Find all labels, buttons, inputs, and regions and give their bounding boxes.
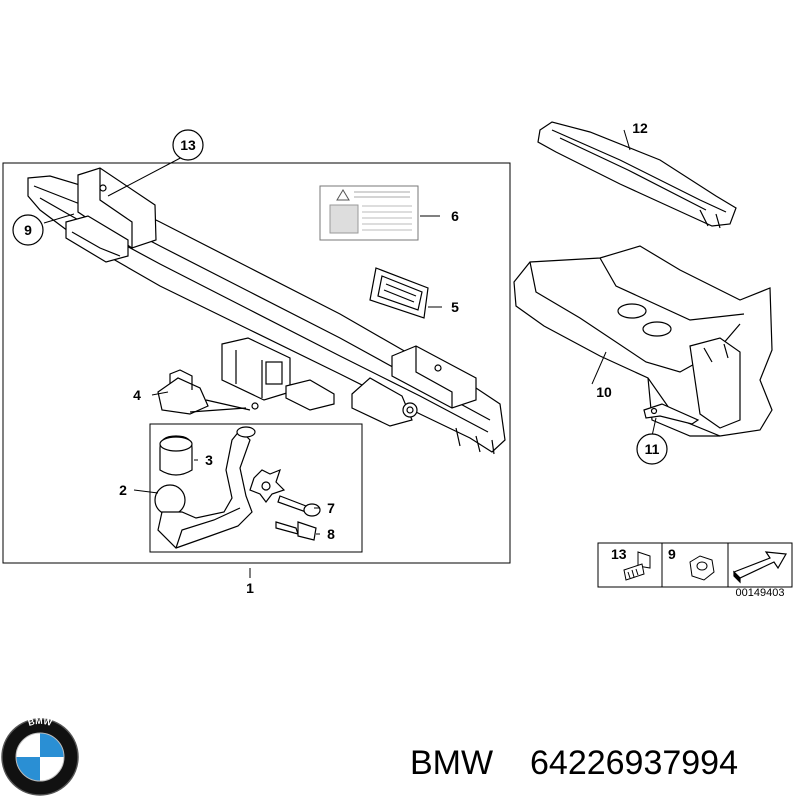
- callout-8: 8: [327, 526, 335, 542]
- svg-text:12: 12: [632, 120, 648, 136]
- svg-text:6: 6: [451, 208, 459, 224]
- callout-3: 3: [205, 452, 213, 468]
- bumper-bracket: [513, 245, 773, 437]
- svg-text:5: 5: [451, 299, 459, 315]
- key-tag: [275, 521, 317, 541]
- callout-1: 1: [246, 580, 254, 596]
- footer-part-number: 64226937994: [530, 744, 738, 782]
- callout-7: 7: [327, 500, 335, 516]
- svg-text:10: 10: [596, 384, 612, 400]
- legend-label-13: 13: [611, 546, 627, 562]
- svg-text:BMW: BMW: [27, 716, 54, 728]
- tow-hitch-box: [149, 423, 363, 553]
- svg-text:2: 2: [119, 482, 127, 498]
- retaining-clip: [643, 403, 700, 425]
- warning-label: [319, 185, 419, 241]
- footer-brand: BMW: [410, 744, 493, 782]
- legend-label-9: 9: [668, 546, 676, 562]
- svg-text:9: 9: [24, 222, 32, 238]
- svg-text:4: 4: [133, 387, 141, 403]
- callout-2: 2: [119, 482, 127, 498]
- callout-6: 6: [451, 208, 459, 224]
- fastener-legend: 13 9: [597, 542, 793, 588]
- bmw-logo: BMW: [1, 716, 79, 796]
- socket-holder: [157, 369, 259, 415]
- svg-text:1: 1: [246, 580, 254, 596]
- svg-text:7: 7: [327, 500, 335, 516]
- callout-13: 13: [172, 129, 204, 161]
- bumper-carrier-beam: [27, 167, 506, 455]
- svg-text:8: 8: [327, 526, 335, 542]
- callout-5: 5: [451, 299, 459, 315]
- callout-10: 10: [596, 384, 612, 400]
- callout-4: 4: [133, 387, 141, 403]
- cover-plate: [369, 267, 429, 319]
- callout-12: 12: [632, 120, 648, 136]
- leader-lines: [43, 129, 657, 578]
- trim-strip: [537, 121, 737, 229]
- ball-cap: [159, 435, 193, 476]
- svg-text:13: 13: [180, 137, 196, 153]
- callout-9: 9: [12, 214, 44, 246]
- bolt-icon: [623, 551, 651, 581]
- nut-icon: [689, 555, 715, 581]
- diagram-code: 00149403: [736, 587, 785, 599]
- assembly-frame: [2, 162, 511, 564]
- svg-text:3: 3: [205, 452, 213, 468]
- tow-ball-hitch: [154, 426, 286, 549]
- key: [277, 495, 321, 517]
- callout-11: 11: [636, 433, 668, 465]
- arrow-icon: [732, 551, 787, 584]
- svg-text:11: 11: [645, 441, 660, 457]
